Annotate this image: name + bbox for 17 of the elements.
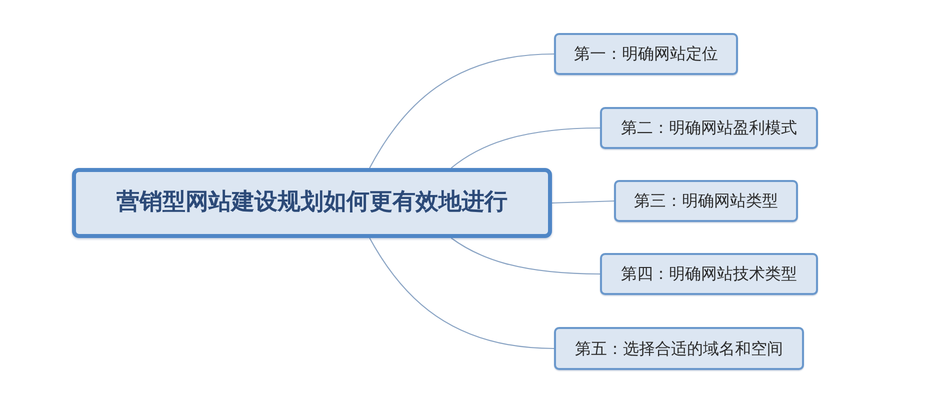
subtopic-text: 第五：选择合适的域名和空间	[575, 338, 783, 358]
subtopic-text: 第一：明确网站定位	[574, 44, 718, 64]
topic-box	[72, 168, 552, 238]
subtopic-text: 第二：明确网站盈利模式	[621, 118, 797, 138]
subtopic-text: 第三：明确网站类型	[634, 191, 778, 211]
connector-line	[552, 200, 614, 204]
connector-line	[450, 238, 600, 275]
subtopic-box	[554, 327, 804, 370]
subtopic-text: 第四：明确网站技术类型	[621, 264, 797, 284]
subtopic-box	[554, 33, 738, 75]
subtopic-box	[600, 107, 818, 149]
connector-line	[369, 238, 554, 350]
subtopic-box	[614, 180, 798, 222]
topic-text: 营销型网站建设规划如何更有效地进行	[116, 189, 508, 217]
subtopic-box	[600, 253, 818, 295]
connector-line	[450, 127, 600, 168]
connector-line	[369, 53, 554, 168]
